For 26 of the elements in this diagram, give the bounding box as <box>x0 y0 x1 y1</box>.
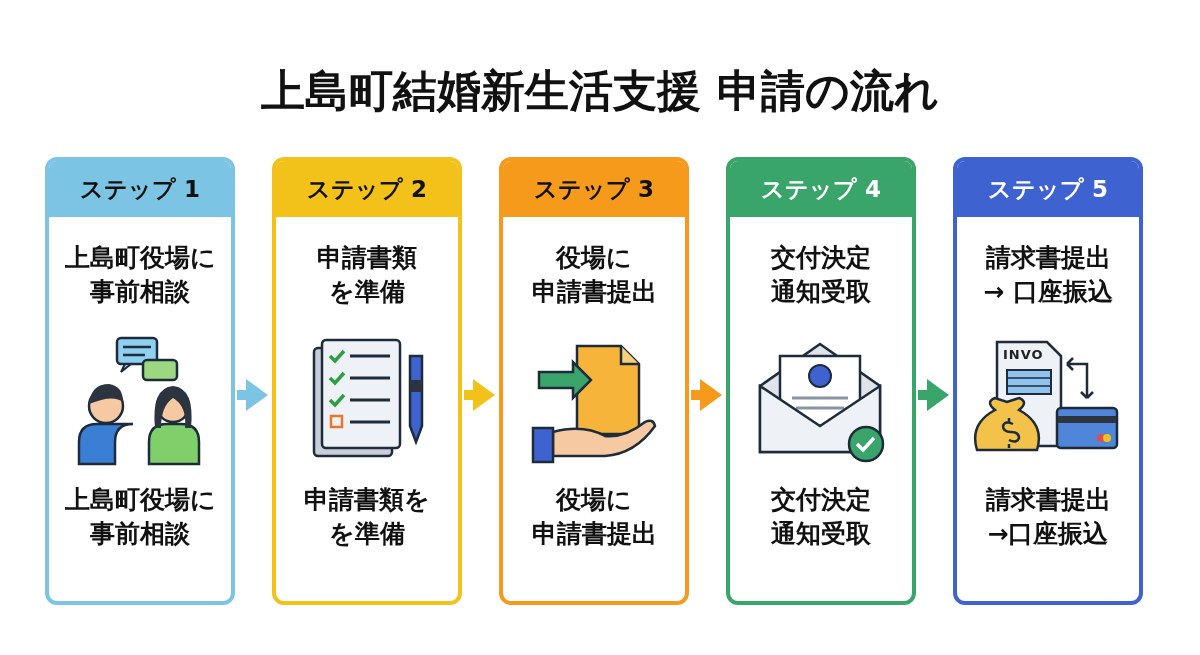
step-card <box>499 157 689 605</box>
step-description: 交付決定通知受取 <box>770 242 872 308</box>
diagram-title: 上島町結婚新生活支援 申請の流れ <box>260 64 940 118</box>
step-header: ステップ 3 <box>503 161 685 217</box>
step-card <box>726 157 916 605</box>
step-description: 申請書類をを準備 <box>303 484 431 550</box>
step-header: ステップ 4 <box>730 161 912 217</box>
step-card <box>953 157 1143 605</box>
step-description: 請求書提出→口座振込 <box>984 484 1112 550</box>
arrow <box>691 379 722 411</box>
step-description: 申請書類を準備 <box>316 242 418 308</box>
arrow <box>464 379 495 411</box>
step-header: ステップ 1 <box>49 161 231 217</box>
step-header: ステップ 2 <box>276 161 458 217</box>
arrow <box>918 379 949 411</box>
step-header: ステップ 5 <box>957 161 1139 217</box>
step-card <box>45 157 235 605</box>
step-description: 交付決定通知受取 <box>770 484 872 550</box>
step-description: 上島町役場に事前相談 <box>63 484 217 550</box>
arrow <box>237 379 268 411</box>
step-description: 役場に申請書提出 <box>530 484 658 550</box>
step-card <box>272 157 462 605</box>
step-description: 請求書提出 → 口座振込 <box>982 242 1114 308</box>
document-heading: INVO <box>1003 347 1044 362</box>
step-description: 上島町役場に事前相談 <box>63 242 217 308</box>
step-description: 役場に申請書提出 <box>530 242 658 308</box>
